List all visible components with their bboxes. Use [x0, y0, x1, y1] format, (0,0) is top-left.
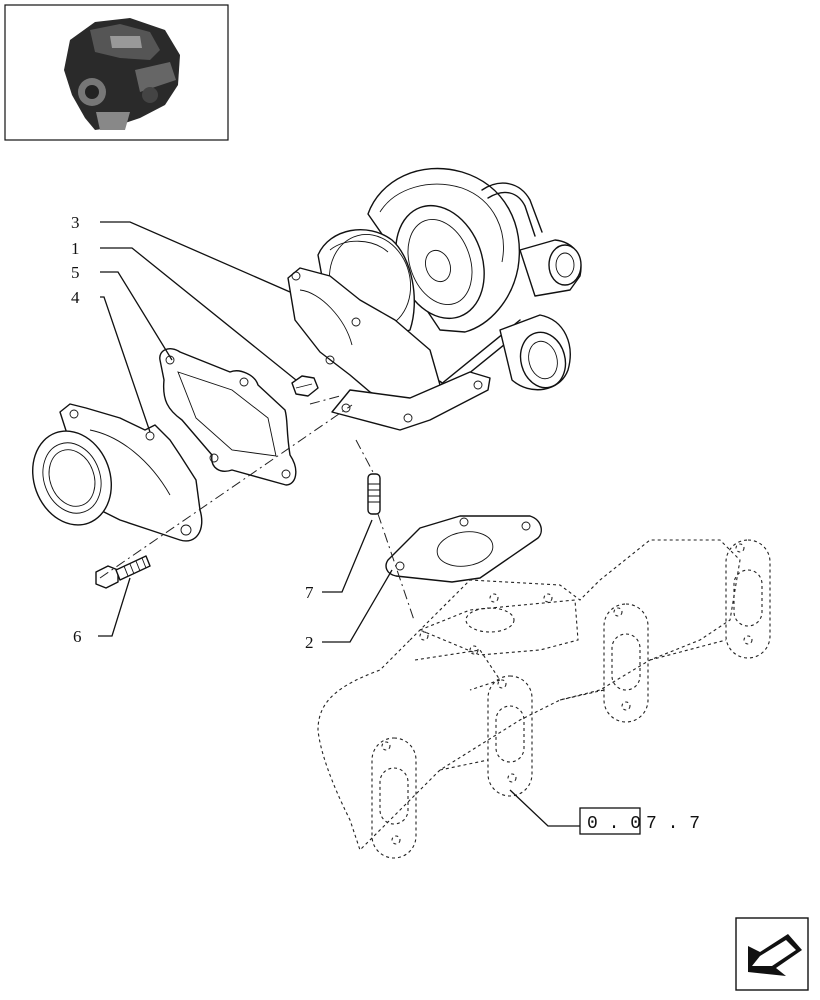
callout-1: 1 [71, 239, 80, 258]
arrow-left-icon [748, 934, 802, 976]
assembly-axis-lines [99, 395, 415, 621]
engine-thumbnail[interactable] [4, 4, 229, 141]
callout-4: 4 [71, 288, 80, 307]
nut[interactable] [291, 375, 319, 397]
reference-link[interactable]: 0 . 0 7 . 7 [579, 807, 700, 835]
callout-6: 6 [73, 627, 82, 646]
callout-2: 2 [305, 633, 314, 652]
stud[interactable] [367, 473, 381, 515]
bolt[interactable] [95, 555, 151, 589]
exhaust-elbow[interactable] [20, 403, 203, 542]
reference-boxed-code: 0 . 0 [587, 814, 641, 834]
callout-5: 5 [71, 263, 80, 282]
manifold-gasket[interactable] [385, 515, 542, 583]
exhaust-manifold-reference [317, 539, 771, 859]
leader-lines [98, 221, 580, 827]
engine-thumbnail-image [64, 18, 180, 130]
prev-page-button[interactable] [735, 917, 809, 991]
reference-suffix-code: 7 . 7 [646, 814, 700, 834]
callout-3: 3 [71, 213, 80, 232]
callout-7: 7 [305, 583, 314, 602]
turbocharger[interactable] [287, 167, 582, 431]
